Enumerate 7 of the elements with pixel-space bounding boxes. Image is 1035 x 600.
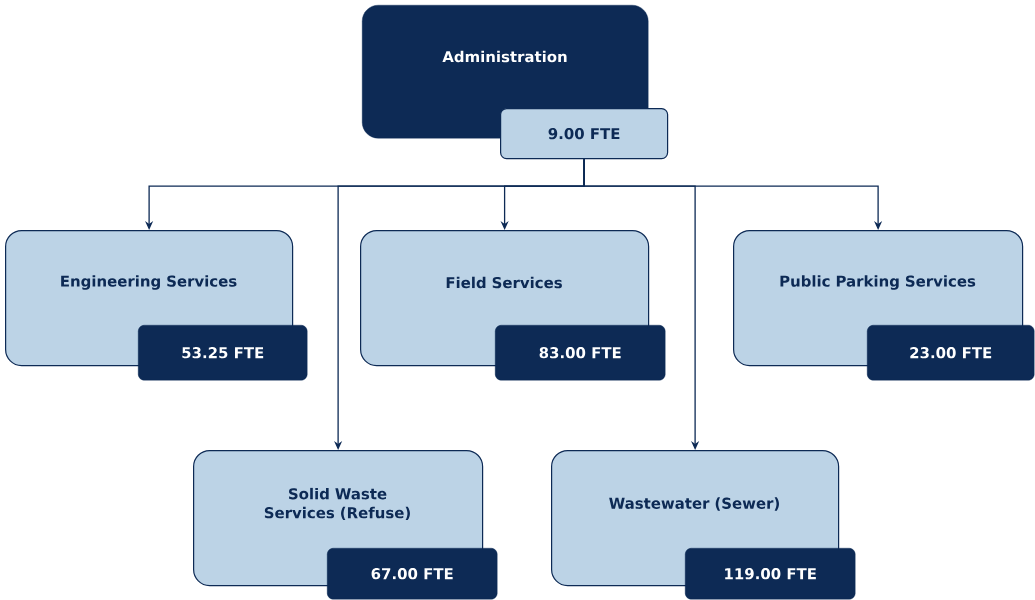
department-box: Wastewater (Sewer) 119.00 FTE xyxy=(551,450,856,600)
department-box: Administration 9.00 FTE xyxy=(362,5,669,160)
arrow xyxy=(583,158,700,450)
department-box: Public Parking Services 23.00 FTE xyxy=(733,230,1035,381)
department-box: Solid Waste Services (Refuse) 67.00 FTE xyxy=(193,450,498,600)
department-box: Engineering Services 53.25 FTE xyxy=(5,230,308,381)
department-box: Field Services 83.00 FTE xyxy=(360,230,666,381)
